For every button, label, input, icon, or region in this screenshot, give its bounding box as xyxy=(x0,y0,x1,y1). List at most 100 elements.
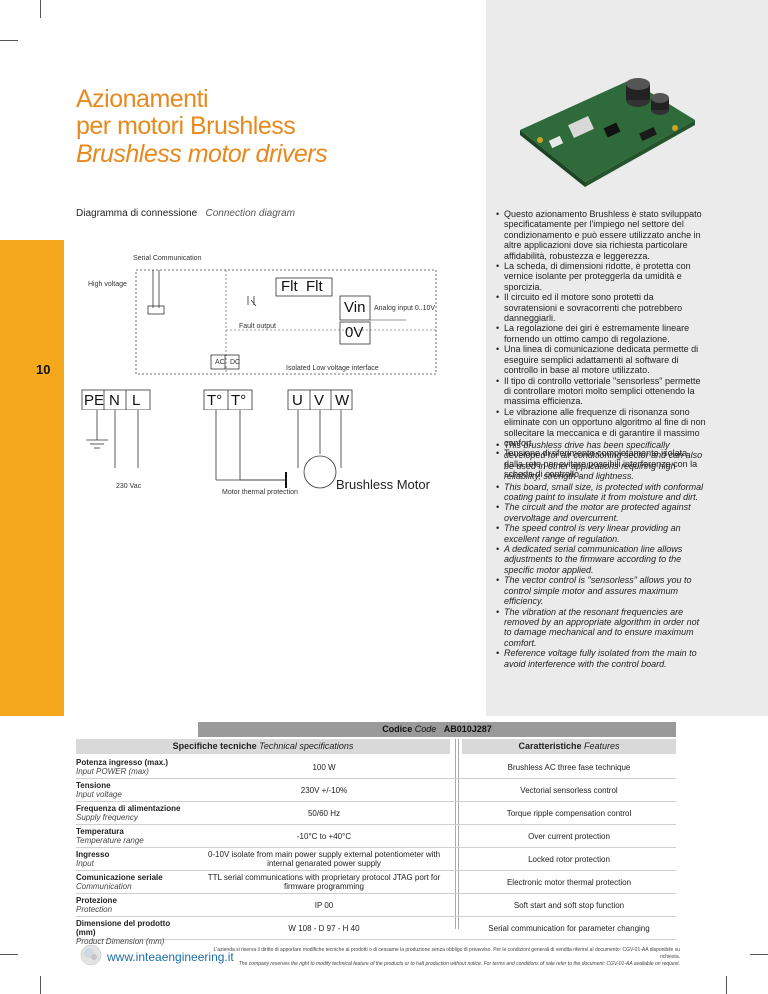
specs-heading-it: Specifiche tecniche xyxy=(172,741,257,751)
table-separator xyxy=(455,739,459,929)
spec-label: Comunicazione seriale xyxy=(76,873,163,882)
spec-label: Dimensione del prodotto (mm) xyxy=(76,919,171,937)
label-0v: 0V xyxy=(345,324,364,341)
spec-label-en: Temperature range xyxy=(76,836,144,845)
table-row: Potenza ingresso (max.)Input POWER (max)… xyxy=(76,756,676,779)
features-heading-it: Caratteristiche xyxy=(518,741,582,751)
bullet-it: Il circuito ed il motore sono protetti d… xyxy=(496,292,706,323)
logo-icon xyxy=(80,944,102,966)
spec-label: Ingresso xyxy=(76,850,110,859)
label-brushless-motor: Brushless Motor xyxy=(336,477,430,492)
label-flt-2: Flt xyxy=(306,278,323,295)
bullet-it: Questo azionamento Brushless è stato svi… xyxy=(496,209,706,261)
orange-side-bar xyxy=(0,240,64,716)
feature-item: Over current protection xyxy=(528,831,610,841)
bullet-en: The circuit and the motor are protected … xyxy=(496,502,706,523)
diagram-lower-lines xyxy=(86,410,342,489)
specs-heading-en: Technical specifications xyxy=(259,741,354,751)
spec-label: Tensione xyxy=(76,781,111,790)
code-label-en: Code xyxy=(414,724,437,734)
connection-diagram: Serial Communication High voltage Flt Fl… xyxy=(76,240,446,410)
spec-value: IP 00 xyxy=(314,900,334,910)
spec-label-en: Input POWER (max) xyxy=(76,767,149,776)
feature-item: Soft start and soft stop function xyxy=(513,900,625,910)
label-analog-input: Analog input 0..10V xyxy=(374,305,436,312)
bullet-en: The vector control is "sensorless" allow… xyxy=(496,575,706,606)
description-english: This brushless drive has been specifical… xyxy=(496,440,706,669)
title-line-3: Brushless motor drivers xyxy=(76,140,328,168)
spec-value: -10°C to +40°C xyxy=(296,831,352,841)
feature-item: Torque ripple compensation control xyxy=(506,808,632,818)
diagram-heading-it: Diagramma di connessione xyxy=(76,208,198,219)
page-number: 10 xyxy=(36,362,51,377)
label-n: N xyxy=(109,392,120,409)
spec-label: Frequenza di alimentazione xyxy=(76,804,181,813)
label-ac: AC xyxy=(215,359,225,366)
bullet-it: La scheda, di dimensioni ridotte, è prot… xyxy=(496,261,706,292)
spec-label: Temperatura xyxy=(76,827,124,836)
table-row: Dimensione del prodotto (mm)Product Dime… xyxy=(76,917,676,946)
spec-label-en: Product Dimension (mm) xyxy=(76,937,165,946)
label-u: U xyxy=(292,392,303,409)
label-t2: T° xyxy=(231,392,247,409)
title-line-2: per motori Brushless xyxy=(76,112,296,140)
label-pe: PE xyxy=(84,392,105,409)
code-value: AB010J287 xyxy=(443,724,492,734)
spec-label-en: Input xyxy=(76,859,94,868)
label-high-voltage: High voltage xyxy=(88,281,127,288)
label-t1: T° xyxy=(207,392,223,409)
label-vin: Vin xyxy=(344,299,366,316)
label-v: V xyxy=(314,392,325,409)
bullet-en: The speed control is very linear providi… xyxy=(496,523,706,544)
feature-item: Vectorial sensorless control xyxy=(520,785,618,795)
spec-value: W 108 - D 97 - H 40 xyxy=(288,923,360,933)
diagram-heading-en: Connection diagram xyxy=(205,208,296,219)
spec-value: TTL serial communications with proprieta… xyxy=(207,873,441,891)
code-label-it: Codice xyxy=(382,724,413,734)
diagram-lines xyxy=(81,269,437,410)
disclaimer-it: L'azienda si riserva il diritto di appor… xyxy=(213,947,681,960)
title-line-1: Azionamenti xyxy=(76,85,209,113)
diagram-heading: Diagramma di connessione Connection diag… xyxy=(76,208,295,219)
spec-label-en: Input voltage xyxy=(76,790,122,799)
spec-label-en: Protection xyxy=(76,905,113,914)
label-serial-communication: Serial Communication xyxy=(133,255,202,262)
bullet-en: Reference voltage fully isolated from th… xyxy=(496,648,706,669)
bullet-en: A dedicated serial communication line al… xyxy=(496,544,706,575)
features-heading-en: Features xyxy=(584,741,620,751)
bullet-it: La regolazione dei giri è estremamente l… xyxy=(496,323,706,344)
spec-value: 230V +/-10% xyxy=(300,785,348,795)
disclaimer-en: The company reserves the right to modify… xyxy=(238,961,680,967)
disclaimer: L'azienda si riserva il diritto di appor… xyxy=(210,947,681,968)
specs-heading: Specifiche tecniche Technical specificat… xyxy=(76,739,450,754)
feature-item: Brushless AC three fase technique xyxy=(507,762,631,772)
label-l: L xyxy=(132,392,141,409)
spec-label: Potenza ingresso (max.) xyxy=(76,758,169,767)
website-link[interactable]: www.inteaengineering.it xyxy=(107,950,234,964)
label-motor-thermal-protection: Motor thermal protection xyxy=(222,489,298,496)
description-italian: Questo azionamento Brushless è stato svi… xyxy=(496,209,706,480)
label-w: W xyxy=(335,392,350,409)
label-230vac: 230 Vac xyxy=(116,483,142,490)
label-flt-1: Flt xyxy=(281,278,298,295)
spec-label-en: Communication xyxy=(76,882,132,891)
circuit-board-image xyxy=(520,78,695,187)
features-heading: Caratteristiche Features xyxy=(462,739,676,754)
spec-value: 100 W xyxy=(312,762,336,772)
product-code-bar: Codice Code AB010J287 xyxy=(198,722,676,737)
spec-value: 0-10V isolate from main power supply ext… xyxy=(207,850,441,868)
bullet-en: This board, small size, is protected wit… xyxy=(496,482,706,503)
label-fault-output: Fault output xyxy=(239,323,276,330)
spec-value: 50/60 Hz xyxy=(307,808,341,818)
bullet-en: The vibration at the resonant frequencie… xyxy=(496,607,706,649)
bullet-it: Il tipo di controllo vettoriale "sensorl… xyxy=(496,376,706,407)
feature-item: Electronic motor thermal protection xyxy=(506,877,632,887)
spec-label-en: Supply frequency xyxy=(76,813,138,822)
label-dc: DC xyxy=(230,359,241,366)
